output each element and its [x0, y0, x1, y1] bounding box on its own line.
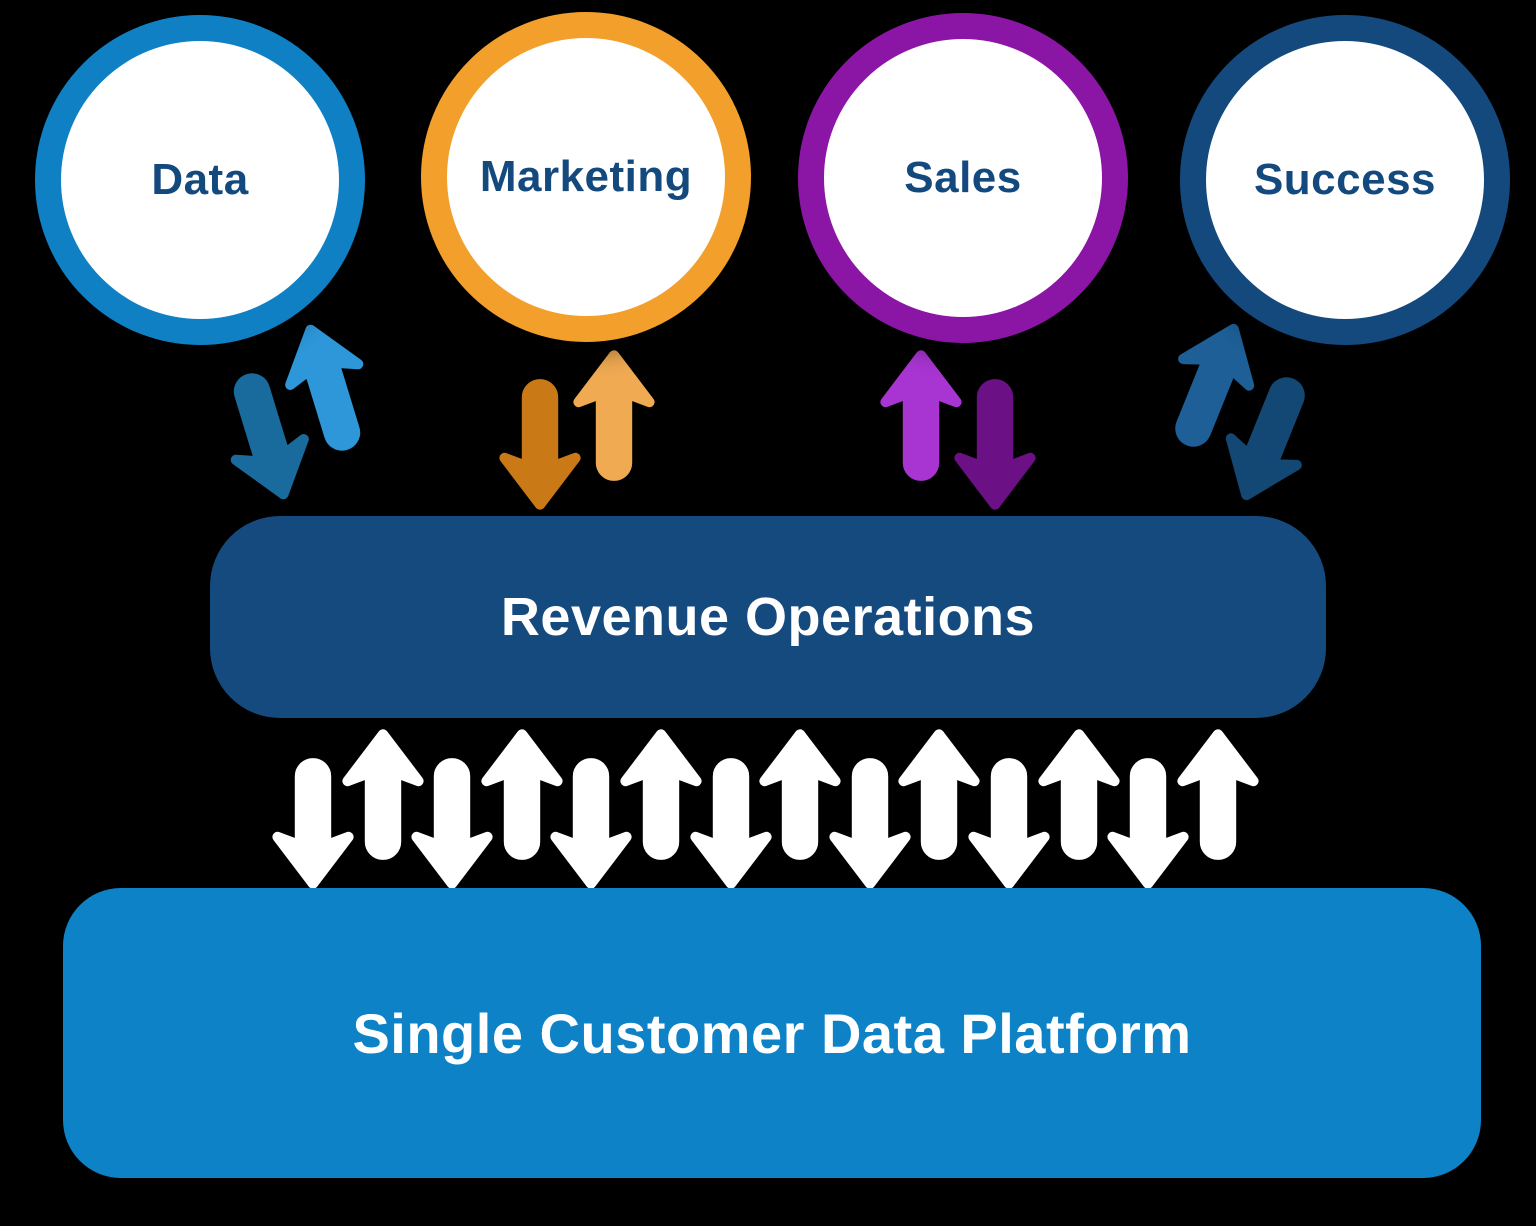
marketing-circle: Marketing: [421, 12, 751, 342]
flow-up-arrow-icon: [619, 726, 703, 866]
up-arrow-icon: [572, 347, 656, 487]
flow-down-arrow-icon: [967, 752, 1051, 892]
up-arrow-icon: [268, 310, 389, 468]
flow-down-arrow-icon: [828, 752, 912, 892]
up-arrow-icon: [1145, 305, 1275, 466]
data-circle-label: Data: [151, 155, 249, 204]
sales-circle-label: Sales: [904, 153, 1022, 202]
up-arrow-icon: [879, 347, 963, 487]
marketing-updown-arrows: [498, 347, 656, 513]
flow-down-arrow-icon: [689, 752, 773, 892]
flow-down-arrow-icon: [1106, 752, 1190, 892]
down-arrow-icon: [498, 373, 582, 513]
flow-up-arrow-icon: [1037, 726, 1121, 866]
flow-down-arrow-icon: [549, 752, 633, 892]
data-circle: Data: [35, 15, 365, 345]
down-arrow-icon: [205, 356, 326, 514]
sales-circle: Sales: [798, 13, 1128, 343]
success-updown-arrows: [1136, 305, 1345, 518]
down-arrow-icon: [1204, 357, 1334, 518]
data-updown-arrows: [197, 310, 397, 515]
success-circle-label: Success: [1253, 155, 1437, 204]
flow-up-arrow-icon: [341, 726, 425, 866]
flow-up-arrow-icon: [897, 726, 981, 866]
sales-updown-arrows: [879, 347, 1037, 513]
revenue-operations-box: Revenue Operations: [210, 516, 1326, 718]
flow-up-arrow-icon: [758, 726, 842, 866]
marketing-circle-label: Marketing: [479, 152, 693, 201]
flow-up-arrow-icon: [480, 726, 564, 866]
platform-label: Single Customer Data Platform: [352, 1001, 1192, 1065]
platform-box: Single Customer Data Platform: [63, 888, 1481, 1178]
flow-down-arrow-icon: [271, 752, 355, 892]
revenue-operations-label: Revenue Operations: [500, 587, 1036, 647]
flow-up-arrow-icon: [1176, 726, 1260, 866]
success-circle: Success: [1180, 15, 1510, 345]
flow-down-arrow-icon: [410, 752, 494, 892]
down-arrow-icon: [953, 373, 1037, 513]
